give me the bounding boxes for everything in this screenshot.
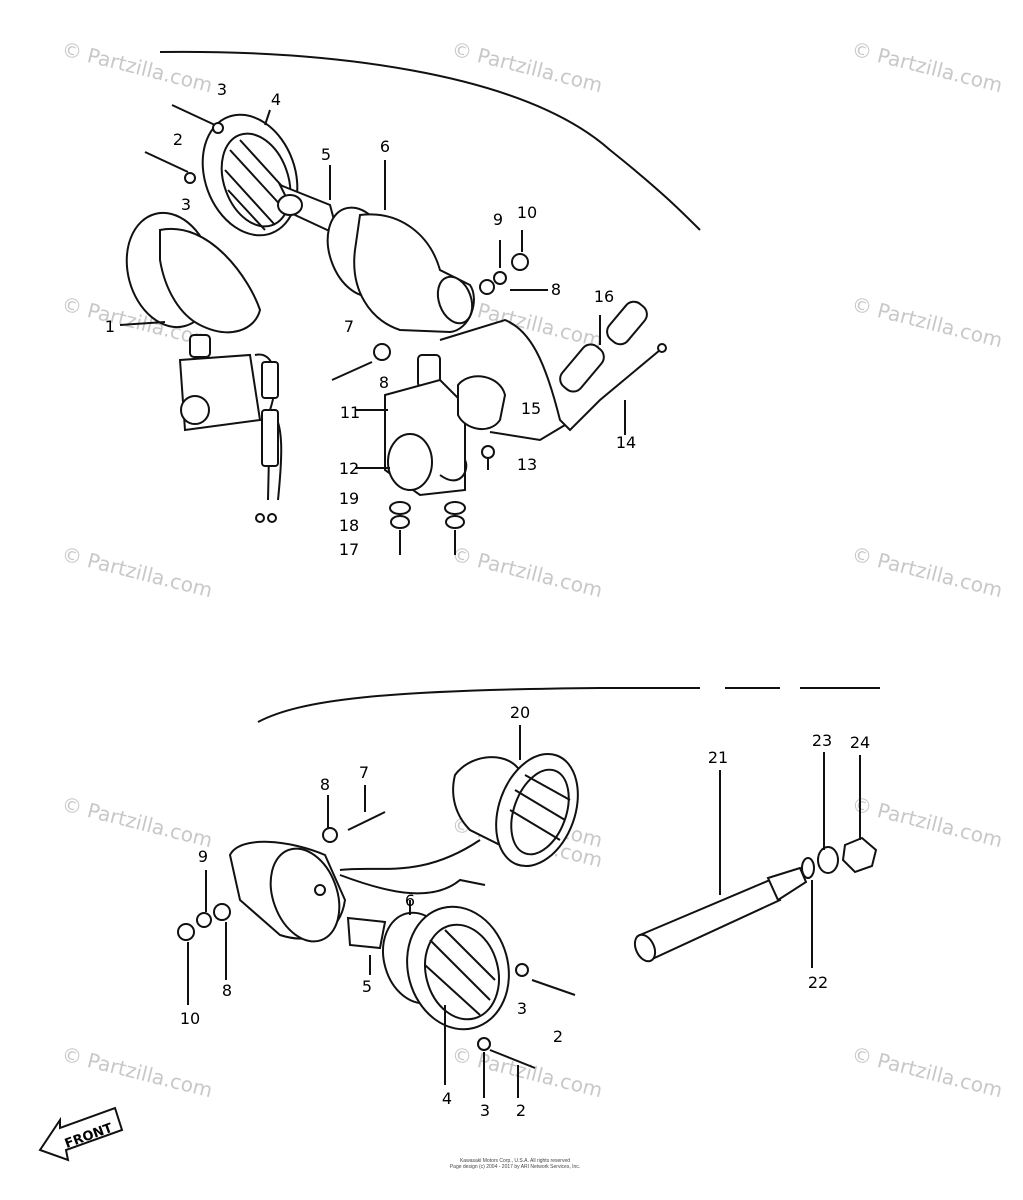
shaft-21 [633,866,808,963]
top-callout-18: 18 [339,516,359,535]
bottom-bolts-2 [477,963,576,1069]
top-callout-16: 16 [594,287,614,306]
top-callout-9: 9 [493,210,503,229]
top-callout-15: 15 [521,399,541,418]
bottom-callout-3: 3 [480,1101,490,1120]
top-frame-outline [159,50,701,231]
top-lens-4 [201,113,299,237]
bolts-17-19-left [389,501,411,555]
bottom-nut-10 [177,923,195,941]
top-callout-4: 4 [271,90,281,109]
bottom-frame-outline [257,687,880,723]
nut-24 [841,836,878,874]
part-20-assembly [452,752,579,868]
bracket-11-12 [384,354,468,497]
top-callout-5: 5 [321,145,331,164]
bottom-callout-2: 2 [553,1027,563,1046]
bottom-bulb-5 [346,916,387,950]
bottom-callout-2: 2 [516,1101,526,1120]
washer-23 [817,846,839,874]
bottom-callout-22: 22 [808,973,828,992]
top-nut-10 [511,253,529,271]
assembled-turn-signal-1 [125,211,283,523]
bottom-callout-4: 4 [442,1089,452,1108]
bottom-wire-b [339,874,486,895]
top-callout-8: 8 [551,280,561,299]
top-callout-8: 8 [379,373,389,392]
top-callout-11: 11 [340,403,360,422]
copyright-line-1: Kawasaki Motors Corp., U.S.A. All rights… [459,1158,571,1164]
tube-16a [559,343,605,393]
top-callout-17: 17 [339,540,359,559]
bottom-callout-7: 7 [359,763,369,782]
copyright-notice: Kawasaki Motors Corp., U.S.A. All rights… [365,1158,665,1170]
bottom-callout-10: 10 [180,1009,200,1028]
bottom-callout-8: 8 [222,981,232,1000]
rubber-15 [457,375,507,430]
bottom-washer-9 [196,912,212,928]
bottom-callout-5: 5 [362,977,372,996]
front-arrow: FRONT [38,1106,124,1162]
bottom-housing [228,840,347,943]
leader-lines [119,109,861,1098]
top-callout-6: 6 [380,137,390,156]
top-callout-12: 12 [339,459,359,478]
top-washer-8 [479,279,495,295]
top-callout-3: 3 [181,195,191,214]
bottom-bolt-7 [322,811,386,843]
tube-16b [606,300,648,346]
top-callout-10: 10 [517,203,537,222]
bottom-callout-23: 23 [812,731,832,750]
bolt-13 [481,445,495,470]
bolts-17-19-right [444,501,466,555]
top-bolts-2 [144,104,224,184]
bottom-wire-a [339,839,481,871]
bottom-lens-4 [406,905,510,1031]
top-callout-7: 7 [344,317,354,336]
bottom-callout-6: 6 [405,891,415,910]
bottom-callout-20: 20 [510,703,530,722]
washer-22 [801,857,815,879]
wire-14 [439,318,661,442]
top-callout-13: 13 [517,455,537,474]
copyright-line-2: Page design (c) 2004 - 2017 by ARI Netwo… [449,1164,581,1170]
bottom-callout-9: 9 [198,847,208,866]
top-bolt-7 [331,343,391,381]
top-callout-14: 14 [616,433,636,452]
bottom-callout-8: 8 [320,775,330,794]
top-callout-1: 1 [105,317,115,336]
bottom-callout-21: 21 [708,748,728,767]
bottom-callout-3: 3 [517,999,527,1018]
top-callout-3: 3 [217,80,227,99]
top-washer-9 [493,271,507,285]
top-callout-2: 2 [173,130,183,149]
bottom-washer-8 [213,903,231,921]
bottom-callout-24: 24 [850,733,870,752]
top-housing [353,213,475,334]
top-callout-19: 19 [339,489,359,508]
